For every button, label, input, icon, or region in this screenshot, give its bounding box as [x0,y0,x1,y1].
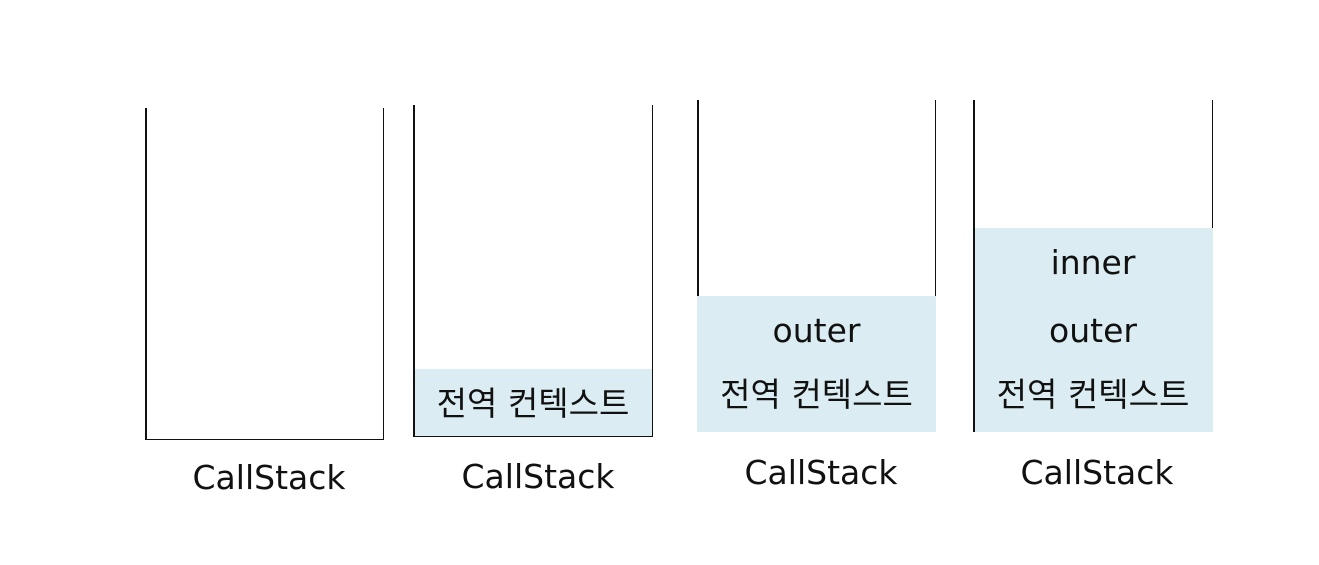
callstack-3-caption: CallStack [744,453,898,492]
stack-frame-global-context: 전역 컨텍스트 [996,374,1190,414]
callstack-1-caption: CallStack [192,458,346,497]
callstack-4-caption: CallStack [1020,453,1174,492]
callstack-4: inner outer 전역 컨텍스트 [973,100,1213,432]
stack-left-wall [697,100,699,296]
stack-left-wall [413,105,415,437]
stack-frames-fill: 전역 컨텍스트 [413,369,653,437]
stack-frame-outer: outer [1049,310,1137,350]
callstack-2-caption: CallStack [461,457,615,496]
stack-frame-outer: outer [772,310,861,350]
stack-frames-fill: inner outer 전역 컨텍스트 [973,228,1213,432]
callstack-3: outer 전역 컨텍스트 [697,100,936,432]
stack-left-wall [145,108,147,440]
stack-frames-fill: outer 전역 컨텍스트 [697,296,936,432]
stack-right-wall [651,105,653,437]
stack-floor [145,438,384,440]
stack-right-wall [1211,100,1213,228]
stack-right-wall [934,100,936,296]
callstack-1 [145,108,384,440]
stack-right-wall [382,108,384,440]
callstack-2: 전역 컨텍스트 [413,105,653,437]
stack-frame-global-context: 전역 컨텍스트 [436,383,630,423]
stack-left-wall [973,100,975,432]
stack-frame-inner: inner [1050,242,1136,282]
stack-floor [413,435,653,437]
stack-frame-global-context: 전역 컨텍스트 [720,374,913,414]
